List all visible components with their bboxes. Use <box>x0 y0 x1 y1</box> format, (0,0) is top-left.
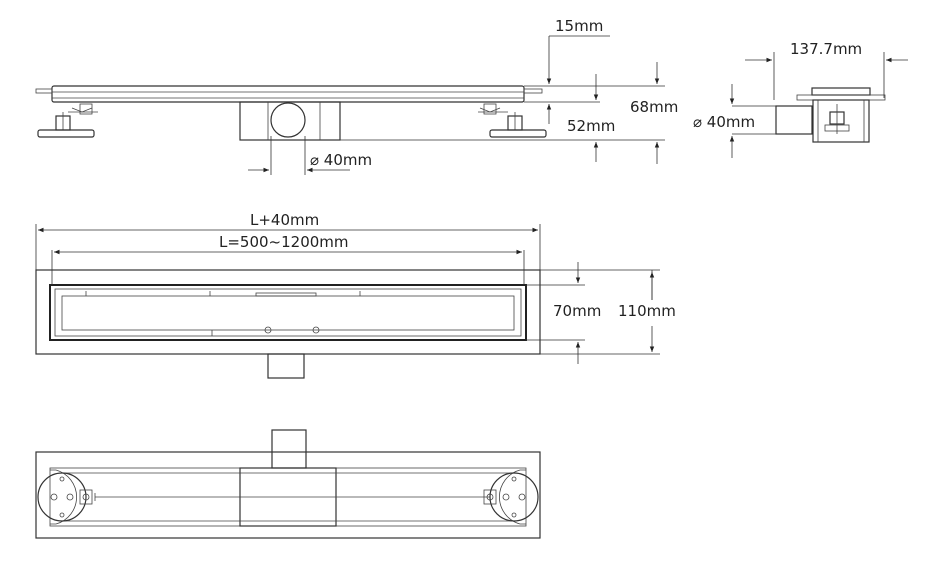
left-adjustable-foot <box>37 103 98 138</box>
right-adjustable-foot <box>478 103 547 138</box>
dim-15mm-label: 15mm <box>555 17 603 35</box>
bottom-outlet-stub <box>271 429 307 469</box>
dim-outlet-diameter-side-label: ⌀ 40mm <box>310 151 372 169</box>
plan-outer-frame <box>35 269 541 355</box>
dim-L-range-label: L=500~1200mm <box>219 233 349 251</box>
end-elevation-view: 137.7mm ⌀ 40mm <box>693 40 908 158</box>
drain-top-bar <box>51 85 525 103</box>
bottom-left-foot <box>37 469 93 525</box>
side-elevation-view: 15mm 52mm 68mm ⌀ 40mm <box>35 17 678 175</box>
bottom-view <box>35 429 541 539</box>
plan-inner-frame <box>49 284 527 341</box>
plan-grate <box>61 295 515 331</box>
dim-110mm-label: 110mm <box>618 302 676 320</box>
end-outlet-pipe <box>775 105 813 135</box>
dim-70mm-label: 70mm <box>553 302 601 320</box>
bottom-right-foot <box>483 469 539 525</box>
end-body <box>812 99 870 143</box>
top-plan-view: L+40mm L=500~1200mm 70mm 110mm <box>35 211 676 379</box>
outlet-pipe-circle <box>270 102 306 138</box>
dim-outlet-diameter-end-label: ⌀ 40mm <box>693 113 755 131</box>
dim-52mm-label: 52mm <box>567 117 615 135</box>
bottom-outer-frame <box>35 451 541 539</box>
outlet-box <box>239 101 341 141</box>
dim-L-plus-40-label: L+40mm <box>250 211 319 229</box>
plan-outlet <box>267 353 305 379</box>
dim-68mm-label: 68mm <box>630 98 678 116</box>
dim-137mm-label: 137.7mm <box>790 40 862 58</box>
